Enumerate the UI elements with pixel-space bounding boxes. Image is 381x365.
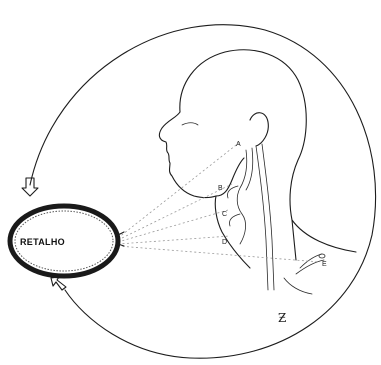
flap: RETALHO	[10, 206, 124, 276]
hollow-arrow-up-icon	[51, 277, 66, 290]
vessel-label-c: C	[222, 211, 227, 218]
vessel-label-e: E	[322, 261, 327, 268]
hollow-arrow-down-icon	[22, 178, 38, 196]
vessel-label-b: B	[218, 185, 223, 192]
artist-signature: Ƶ	[278, 311, 286, 325]
cycle-arc	[30, 25, 376, 359]
flap-label: RETALHO	[20, 237, 65, 247]
neck-vessels	[227, 144, 325, 294]
vessel-label-d: D	[222, 239, 227, 246]
vessel-label-a: A	[236, 141, 241, 148]
